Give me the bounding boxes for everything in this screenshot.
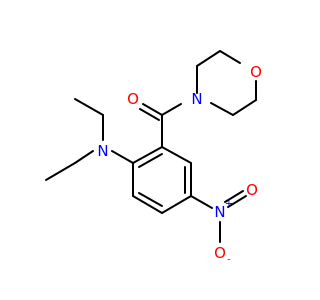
bond-morph-c-o-upper <box>219 50 241 64</box>
charge-n-nitro: + <box>225 199 233 210</box>
bond-carbonyl-n <box>161 103 182 116</box>
atom-o-nitro-double: O <box>246 181 258 199</box>
atom-o-nitro-single: O <box>214 244 226 262</box>
atom-n-nitro: N <box>214 203 225 221</box>
structure-canvas: N O N O N + O O - <box>45 50 262 266</box>
bond-morph-c-c-lower <box>232 99 257 116</box>
benzene-ring <box>132 146 192 214</box>
bond-c-o-double-a <box>142 103 163 116</box>
bond-ring-c1-c2 <box>132 146 163 164</box>
bond-nitro-o-double-a <box>224 190 244 203</box>
charge-o-nitro-single: - <box>227 255 231 266</box>
bond-ring-c2-c3 <box>161 146 192 164</box>
atom-o-carbonyl: O <box>127 90 139 108</box>
bond-ring-c4-c5 <box>161 195 192 214</box>
bond-nitro-o-double-b <box>227 195 247 208</box>
bond-ethyl2-c1-c2 <box>45 162 76 181</box>
bond-ring-inner-3 <box>138 192 163 207</box>
atom-n-amine: N <box>97 142 108 160</box>
bond-ethyl1-c1-c2 <box>74 98 104 116</box>
atom-o-morpholine: O <box>250 63 262 81</box>
bond-ring-n-nitro <box>190 195 213 209</box>
bond-ring-inner-1 <box>138 153 163 168</box>
morpholine-ring <box>196 50 257 116</box>
molecule-diagram: N O N O N + O O - <box>45 50 262 266</box>
diethylamino-group <box>45 98 134 181</box>
atom-labels: N O N O N + O O - <box>97 63 262 266</box>
bond-ring-n-amine <box>111 150 134 164</box>
bond-n-ethyl2-c1 <box>74 150 94 164</box>
carbonyl-group <box>139 103 182 148</box>
bond-morph-c-n-lower <box>210 102 234 116</box>
bond-c-o-double-b <box>139 108 160 121</box>
bond-ring-c5-c6 <box>132 195 163 214</box>
bond-morph-c-c-upper <box>196 50 221 67</box>
atom-n-morpholine: N <box>191 90 202 108</box>
nitro-group <box>190 190 247 243</box>
